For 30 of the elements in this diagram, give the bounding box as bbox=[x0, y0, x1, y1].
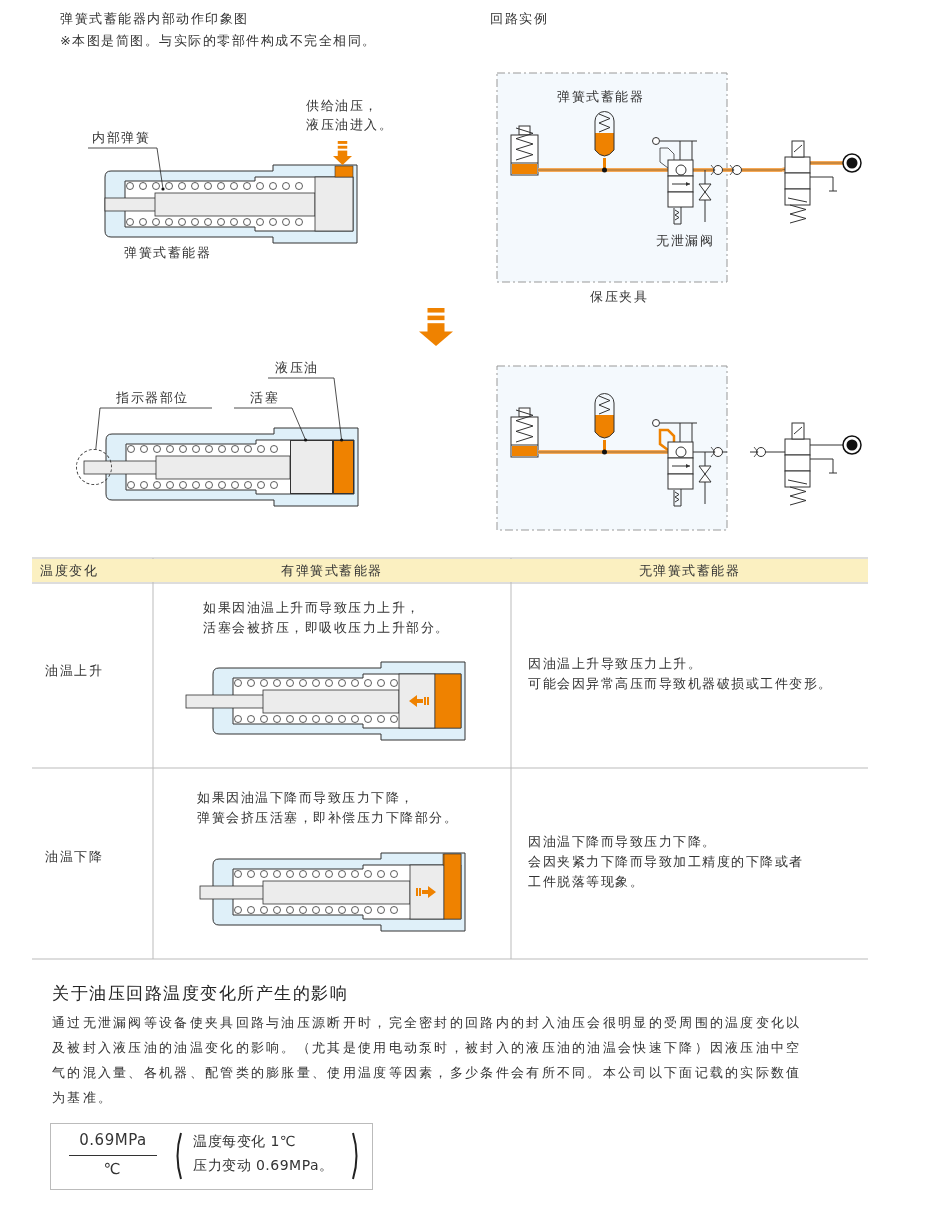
fraction-denominator: ℃ bbox=[102, 1159, 124, 1179]
callout-label: 活塞 bbox=[250, 388, 279, 408]
callout-label: 液压油 bbox=[275, 358, 319, 378]
heading-text: 弹簧式蓄能器内部动作印象图 bbox=[60, 10, 249, 28]
header-cell: 无弹簧式蓄能器 bbox=[511, 559, 868, 582]
component-label: 弹簧式蓄能器 bbox=[124, 244, 211, 262]
cell-text: 因油温上升导致压力上升。可能会因异常高压而导致机器破损或工件变形。 bbox=[528, 655, 834, 693]
fraction-numerator: 0.69MPa bbox=[78, 1130, 148, 1150]
section-heading: 关于油压回路温度变化所产生的影响 bbox=[52, 982, 348, 1005]
row-heading: 油温下降 bbox=[45, 848, 103, 866]
note-text: ※本图是简图。与实际的零部件构成不完全相同。 bbox=[60, 32, 377, 50]
component-label: 弹簧式蓄能器 bbox=[557, 88, 644, 106]
piston-head bbox=[290, 440, 333, 494]
cell-text: 如果因油温下降而导致压力下降，弹簧会挤压活塞，即补偿压力下降部分。 bbox=[197, 789, 459, 827]
callout-label: 内部弹簧 bbox=[92, 128, 150, 148]
heading-text: 回路实例 bbox=[490, 10, 548, 28]
component-label: 无泄漏阀 bbox=[656, 232, 714, 250]
header-cell: 有弹簧式蓄能器 bbox=[153, 559, 511, 582]
annotation-text: 供给油压，液压油进入。 bbox=[306, 97, 394, 134]
leader-line bbox=[95, 407, 213, 450]
formula-text: 温度每变化 1℃ bbox=[193, 1132, 297, 1151]
header-cell: 温度变化 bbox=[32, 559, 153, 582]
body-paragraph: 通过无泄漏阀等设备使夹具回路与油压源断开时，完全密封的回路内的封入油压会很明显的受周围的温度变化以及被封入液压油的油温变化的影响。（尤其是使用电动泵时，被封入的液压油的油温会快速下降）因液压油中空气的混入量、各机器、配管类的膨胀量、使用温度等因素，多少条件会有所不同。本公司以下面记载的实际数值为基准。 bbox=[52, 1014, 803, 1107]
cell-text: 因油温下降而导致压力下降。会因夹紧力下降而导致加工精度的下降或者工件脱落等现象。 bbox=[528, 833, 805, 891]
cell-text: 如果因油温上升而导致压力上升，活塞会被挤压，即吸收压力上升部分。 bbox=[203, 599, 451, 637]
component-label: 保压夹具 bbox=[590, 288, 648, 306]
formula-text: 压力变动 0.69MPa。 bbox=[193, 1156, 334, 1175]
row-heading: 油温上升 bbox=[45, 662, 103, 680]
callout-label: 指示器部位 bbox=[116, 388, 189, 408]
oil-chamber bbox=[333, 440, 354, 494]
